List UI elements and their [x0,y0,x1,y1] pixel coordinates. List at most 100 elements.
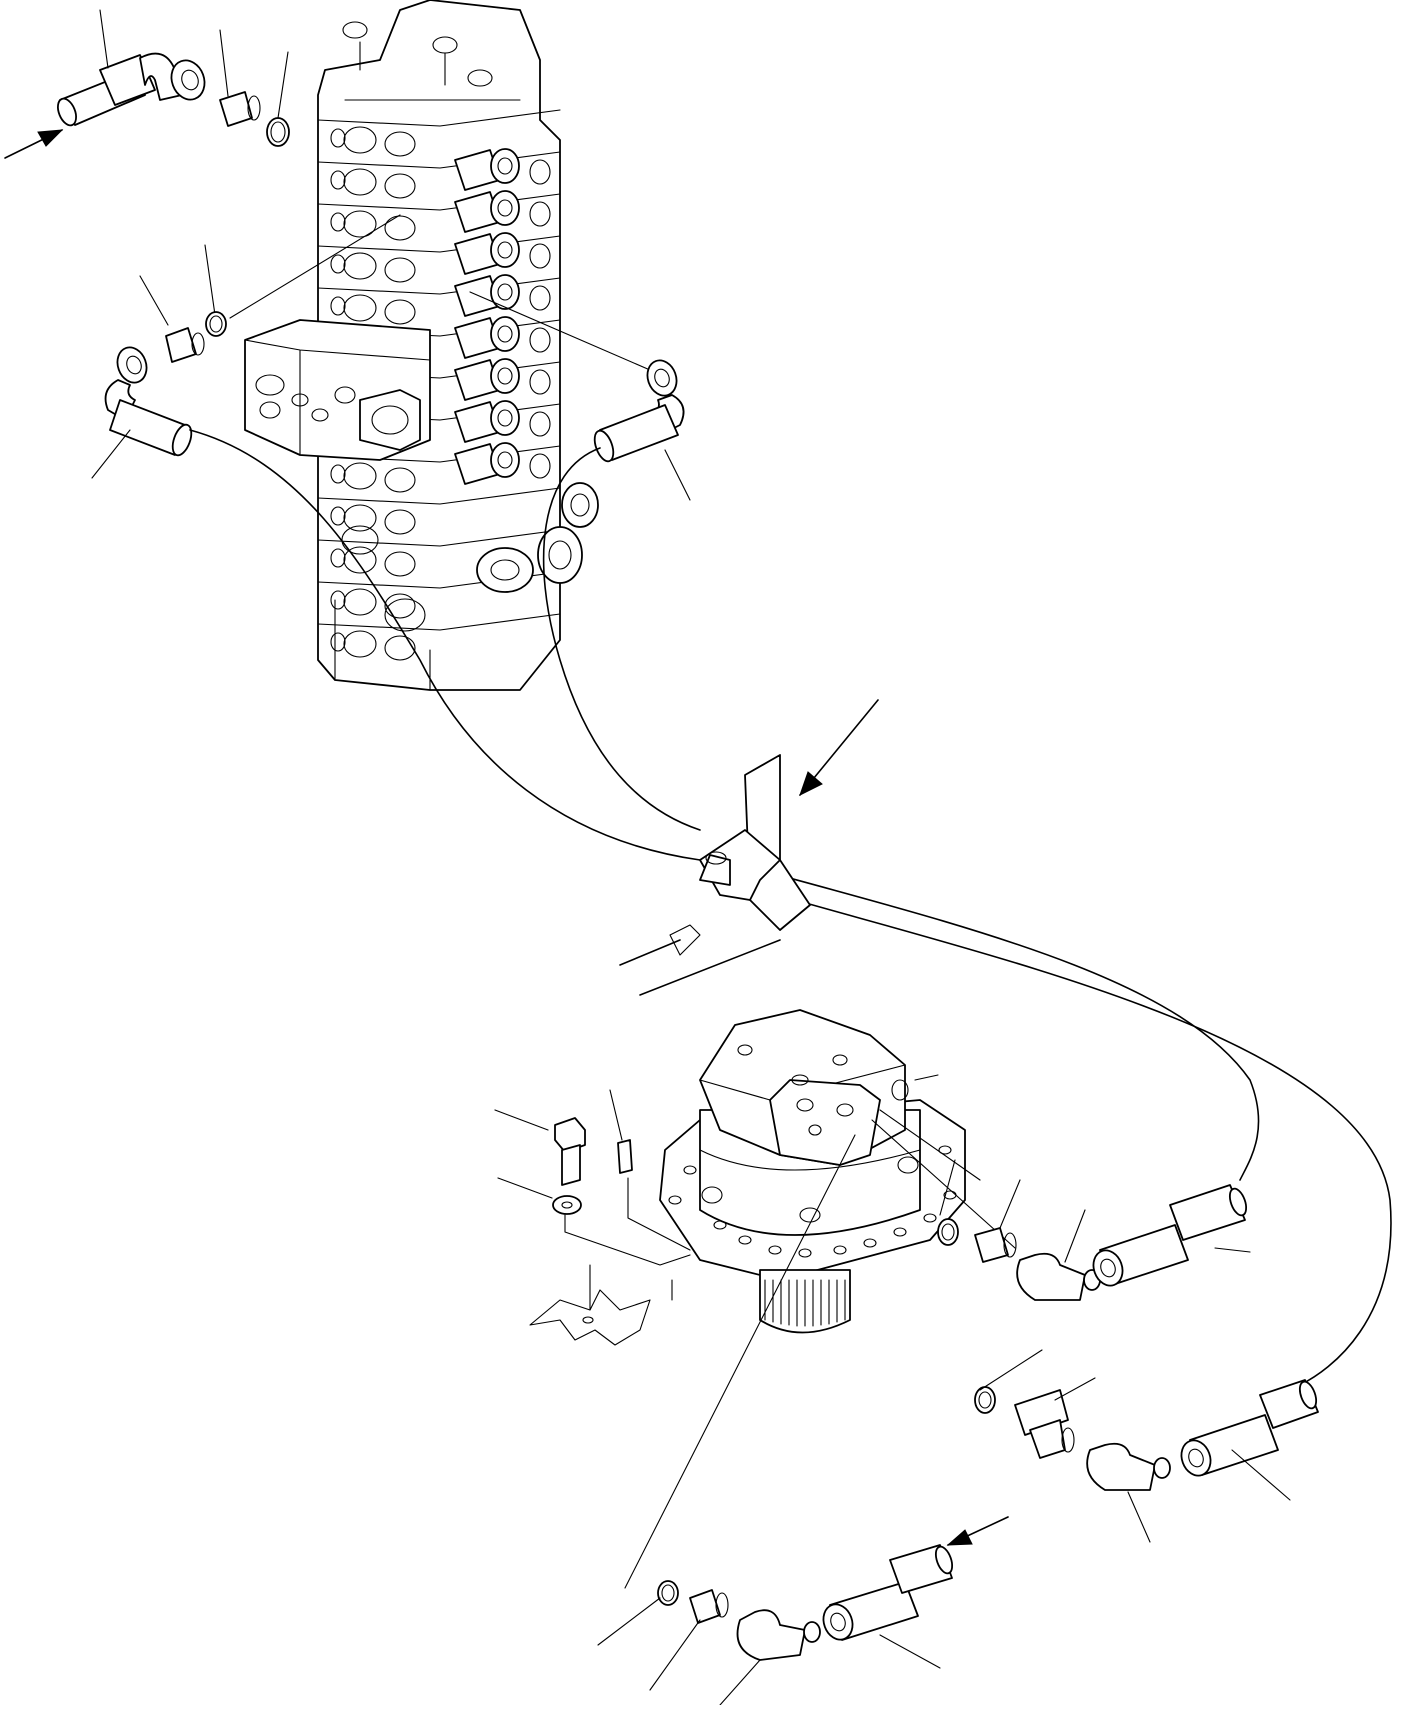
o-ring [206,312,226,336]
flow-arrow-2-head [948,1530,972,1545]
flange-hole [714,1221,726,1229]
valve-spool-port [530,202,550,226]
valve-section-line [318,278,560,294]
valve-section-line [318,614,560,630]
motor-port-b-hose-assembly [975,1350,1319,1542]
valve-spool-port [530,370,550,394]
right-hose-assembly [470,292,690,500]
flange-hole [799,1249,811,1257]
valve-spool-cap [498,242,512,258]
valve-spool-cap [498,326,512,342]
o-ring [975,1387,995,1413]
hose-line-4 [760,890,1391,1385]
valve-port [331,297,345,315]
valve-port [331,591,345,609]
valve-section-line [318,488,560,504]
valve-spool-cap [491,191,519,225]
valve-port [344,547,376,573]
control-valve [245,0,598,690]
hose-lines [190,430,1391,1385]
valve-port [344,505,376,531]
valve-spool-cap [491,317,519,351]
hose-line-2 [544,448,700,830]
valve-spool-port [530,412,550,436]
flange-hole [939,1146,951,1154]
valve-spool-cap [498,452,512,468]
bolt-shank [562,1145,580,1185]
valve-port [385,300,415,324]
valve-section-line [318,194,560,210]
valve-spool-cap [491,443,519,477]
valve-port [385,174,415,198]
valve-port [344,253,376,279]
valve-section-line [318,530,560,546]
valve-port [344,295,376,321]
view-arrow-head [800,772,822,795]
valve-port [344,211,376,237]
washer [553,1196,581,1214]
flange-hole [669,1196,681,1204]
motor-port-a-hose-assembly [938,1160,1250,1300]
valve-spool-cap [491,401,519,435]
valve-spool-cap [491,233,519,267]
valve-section-line [318,110,560,126]
valve-port [385,510,415,534]
valve-port [385,258,415,282]
valve-spool-port [530,286,550,310]
valve-port [385,594,415,618]
mounting-hardware [495,1090,690,1345]
flange-hole [769,1246,781,1254]
valve-spool-port [530,160,550,184]
flange-hole [864,1239,876,1247]
valve-section-line [318,152,560,168]
valve-port [344,589,376,615]
valve-spool-cap [498,284,512,300]
bolt-head [555,1118,585,1152]
valve-spool-port [530,454,550,478]
valve-port [331,129,345,147]
flange-hole [894,1228,906,1236]
valve-port [331,213,345,231]
valve-spool-cap [491,359,519,393]
valve-spool-cap [491,149,519,183]
flange-hole [834,1246,846,1254]
valve-spool-cap [498,410,512,426]
valve-port [331,549,345,567]
motor-lower-hose-assembly [598,1517,1008,1705]
valve-spool-port [530,244,550,268]
valve-spool-cap [498,158,512,174]
flow-arrow-1-head [38,130,62,146]
valve-port [331,507,345,525]
valve-port [385,132,415,156]
hose-line-3 [760,870,1259,1180]
valve-port [344,631,376,657]
valve-spool-cap [498,368,512,384]
flange-hole [924,1214,936,1222]
valve-spool-port [530,328,550,352]
valve-port [385,216,415,240]
o-ring [938,1219,958,1245]
valve-spool-cap [498,200,512,216]
valve-port [331,171,345,189]
hose-line-1 [190,430,700,860]
valve-port [344,127,376,153]
valve-port [331,633,345,651]
valve-port [344,463,376,489]
swing-motor [625,1010,1015,1588]
pin [618,1140,632,1173]
o-ring [658,1581,678,1605]
valve-section-line [318,236,560,252]
valve-spool-cap [491,275,519,309]
flange-hole [684,1166,696,1174]
valve-port [385,636,415,660]
flange-hole [739,1236,751,1244]
left-hose-assembly [92,215,400,478]
inlet-hose-assembly [5,10,289,158]
valve-port [331,255,345,273]
valve-port [385,552,415,576]
valve-port [331,465,345,483]
hose-clamp-bracket [620,700,878,995]
valve-port [385,468,415,492]
